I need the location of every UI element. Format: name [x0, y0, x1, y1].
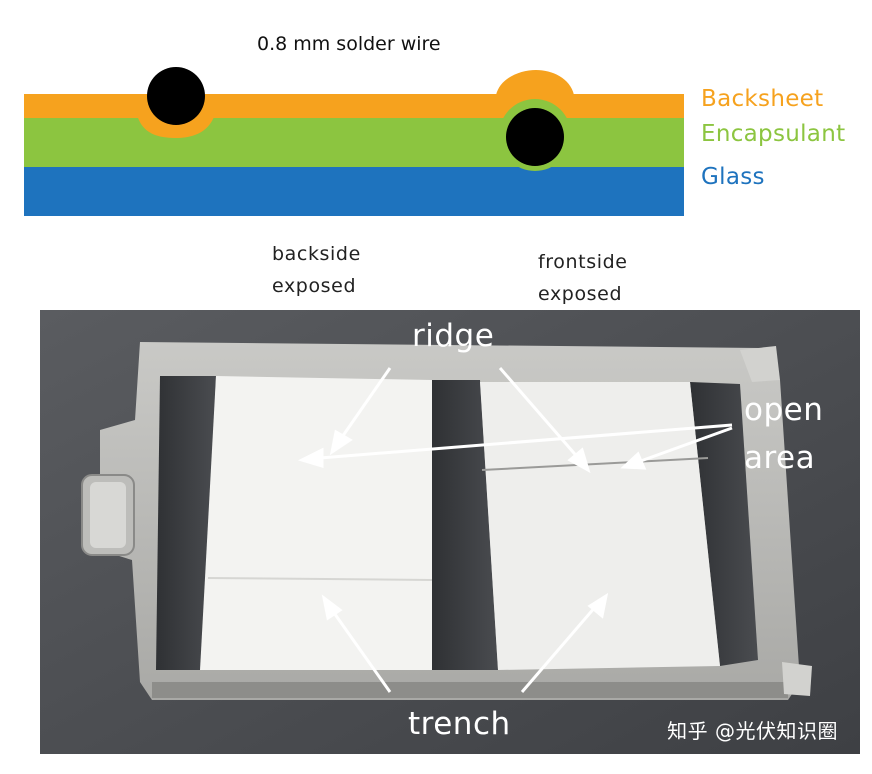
- open-area-label: open area: [744, 386, 823, 482]
- sample-backside-ridge-line: [207, 577, 433, 581]
- ridge-label: ridge: [412, 318, 495, 354]
- encapsulant-layer: [24, 117, 684, 167]
- frontside-caption-line1: frontside: [538, 251, 628, 273]
- window-right-slot: [690, 382, 758, 666]
- photo-illustration: [40, 310, 860, 754]
- sample-frontside: [480, 382, 720, 670]
- open-area-label-line2: area: [744, 440, 816, 476]
- glass-label: Glass: [701, 164, 765, 190]
- glass-layer: [24, 166, 684, 216]
- open-area-label-line1: open: [744, 392, 824, 428]
- wire-caption: 0.8 mm solder wire: [257, 33, 441, 55]
- backside-caption: backside exposed: [272, 238, 361, 302]
- backside-caption-line2: exposed: [272, 275, 357, 297]
- trench-arrows: [321, 592, 609, 693]
- tray-clip-face: [90, 482, 126, 548]
- trench-label: trench: [408, 706, 511, 742]
- watermark: 知乎 @光伏知识圈: [667, 719, 838, 743]
- backsheet-bump: [496, 70, 574, 95]
- window-middle-slot: [432, 380, 498, 670]
- tray-frame-shadow: [152, 682, 788, 698]
- tray-corner-tab-bottom: [782, 662, 812, 696]
- frontside-caption-line2: exposed: [538, 283, 623, 305]
- backsheet-layer: [24, 94, 684, 118]
- encapsulant-label: Encapsulant: [701, 121, 846, 147]
- layer-stack-diagram: [24, 67, 684, 216]
- open-area-arrows: [297, 423, 733, 470]
- window-left-slot: [156, 376, 216, 670]
- backsheet-label: Backsheet: [701, 86, 824, 112]
- solder-wire-left: [147, 67, 205, 125]
- tray-corner-tab-top: [740, 346, 780, 382]
- sample-frontside-ridge-line: [481, 457, 709, 471]
- ridge-arrows: [329, 367, 591, 474]
- backside-caption-line1: backside: [272, 243, 361, 265]
- sample-holder-photo: ridge open area trench 知乎 @光伏知识圈: [40, 310, 860, 754]
- sample-backside: [200, 376, 432, 670]
- solder-wire-right: [506, 108, 564, 166]
- frontside-caption: frontside exposed: [538, 246, 628, 310]
